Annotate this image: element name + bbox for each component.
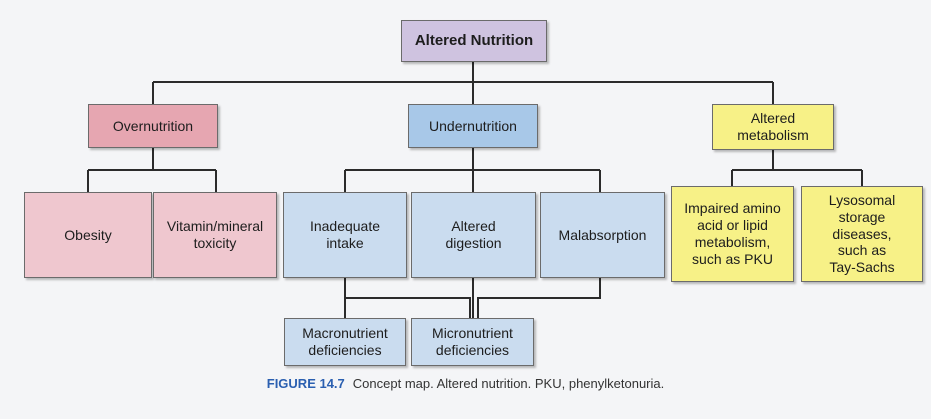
node-altered-digestion: Altered digestion <box>411 192 536 278</box>
node-malabsorption: Malabsorption <box>540 192 665 278</box>
node-label: Altered Nutrition <box>414 32 534 49</box>
node-label: Undernutrition <box>429 117 517 134</box>
node-lysosomal-storage-diseases: Lysosomal storage diseases, such as Tay-… <box>801 186 923 282</box>
node-micronutrient-deficiencies: Micronutrient deficiencies <box>411 318 534 366</box>
node-label: Obesity <box>64 226 112 243</box>
node-label: Malabsorption <box>558 226 647 243</box>
node-label: Overnutrition <box>112 117 194 134</box>
node-label: Impaired amino acid or lipid metabolism,… <box>684 200 781 267</box>
node-inadequate-intake: Inadequate intake <box>283 192 407 278</box>
node-label: Macronutrient deficiencies <box>302 325 388 358</box>
node-label: Lysosomal storage diseases, such as Tay-… <box>828 192 896 276</box>
node-label: Vitamin/mineral toxicity <box>166 218 264 251</box>
figure-caption: FIGURE 14.7 Concept map. Altered nutritio… <box>0 376 931 391</box>
figure-label: FIGURE 14.7 <box>266 376 345 391</box>
node-altered-metabolism: Altered metabolism <box>712 104 834 150</box>
node-vitamin-mineral-toxicity: Vitamin/mineral toxicity <box>153 192 277 278</box>
node-label: Inadequate intake <box>309 218 381 251</box>
node-label: Micronutrient deficiencies <box>432 325 513 358</box>
node-macronutrient-deficiencies: Macronutrient deficiencies <box>284 318 406 366</box>
node-overnutrition: Overnutrition <box>88 104 218 148</box>
node-label: Altered digestion <box>445 218 502 251</box>
caption-text: Concept map. Altered nutrition. PKU, phe… <box>352 376 665 391</box>
node-label: Altered metabolism <box>737 110 809 143</box>
node-undernutrition: Undernutrition <box>408 104 538 148</box>
node-altered-nutrition: Altered Nutrition <box>401 20 547 62</box>
node-obesity: Obesity <box>24 192 152 278</box>
node-impaired-amino-acid-metabolism: Impaired amino acid or lipid metabolism,… <box>671 186 794 282</box>
